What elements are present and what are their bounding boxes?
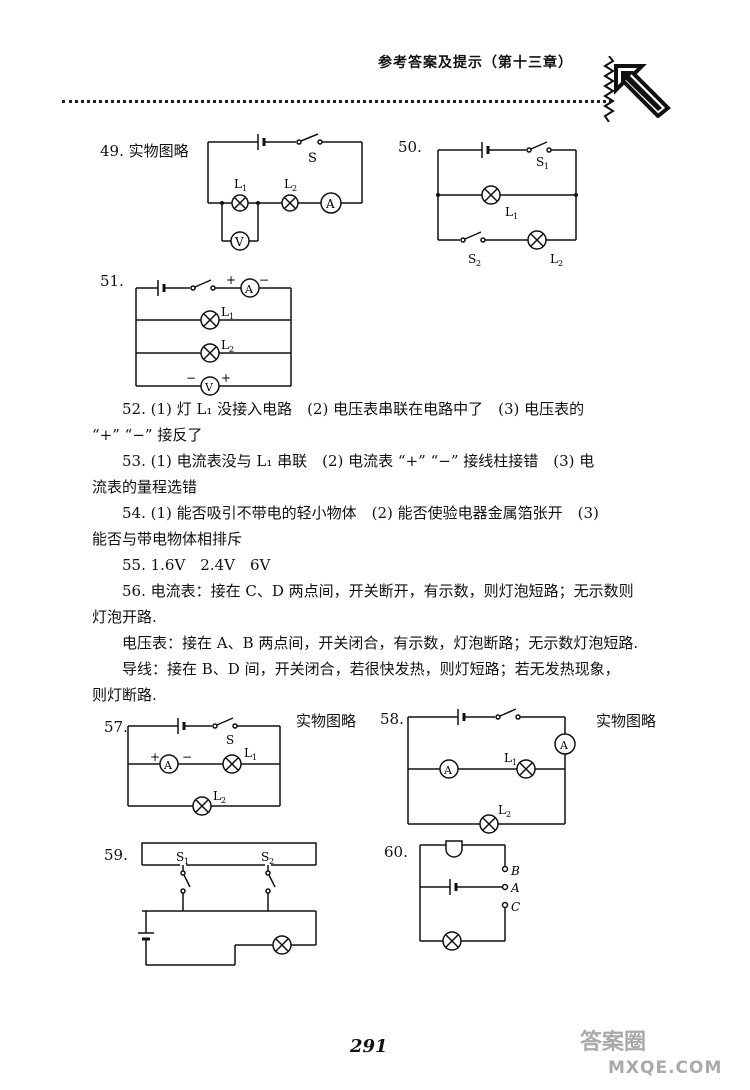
q49-label: 49. 实物图略 [100,140,189,161]
q51-l2-sub: 2 [229,345,234,354]
q51-circuit: + − A L 1 L 2 − + V [135,273,292,396]
q58-ammeter2-label: A [443,764,453,777]
answer-56-line3: 电压表：接在 A、B 两点间，开关闭合，有示数，灯泡断路；无示数灯泡短路. [122,634,639,652]
page-number: 291 [350,1036,388,1057]
q59-s2-sub: 2 [269,857,274,866]
q57-number: 57. [104,718,128,736]
q59-s2-label: S [261,850,269,864]
q50-label: 50. [398,138,422,156]
q58-ammeter1-label: A [559,739,569,752]
q51-label: 51. [100,272,124,290]
q60-number: 60. [384,843,408,861]
answer-56-line1: 56. 电流表：接在 C、D 两点间，开关断开，有示数，则灯泡短路；无示数则 [122,582,634,600]
q51-l1-label: L [221,305,229,319]
q57-l2-label: L [213,789,221,803]
watermark-url: MXQE.COM [608,1058,723,1078]
q58-text: 实物图略 [596,712,657,730]
q49-text: 实物图略 [128,142,189,160]
q57-ammeter-plus: + [150,750,160,764]
q50-s1-sub: 1 [544,162,549,171]
answer-53-line2: 流表的量程选错 [92,478,198,496]
q57-ammeter-minus: − [182,750,192,764]
q51-ammeter-minus: − [259,273,269,287]
q58-l2-sub: 2 [506,810,511,819]
q49-l2-sub: 2 [292,184,297,193]
q58-l1-label: L [504,751,512,765]
q51-l2-label: L [221,338,229,352]
q57-circuit: S + − A L 1 L 2 [127,717,281,816]
q49-switch-label: S [308,151,317,166]
q59-s1-label: S [176,850,184,864]
q50-l2-sub: 2 [558,259,563,268]
q59-s1-sub: 1 [184,857,189,866]
q49-ammeter-label: A [325,197,335,211]
q58-circuit: A A L 1 L 2 [407,708,576,834]
q51-voltmeter-plus: + [221,371,231,385]
q59-number: 59. [104,846,128,864]
q58-number: 58. [380,710,404,728]
q51-voltmeter-minus: − [186,371,196,385]
q50-l1-label: L [505,205,513,219]
q49-number: 49. [100,142,124,160]
q57-l1-label: L [244,746,252,760]
q50-s1-label: S [536,155,544,169]
q60-a-label: A [510,881,520,895]
q58-l2-label: L [498,803,506,817]
q51-ammeter-label: A [244,283,254,296]
answer-54-line1: 54. (1) 能否吸引不带电的轻小物体 (2) 能否使验电器金属箔张开 (3) [122,504,599,522]
q60-b-label: B [510,864,520,878]
q50-s2-sub: 2 [476,259,481,268]
q49-voltmeter-label: V [234,235,244,249]
answer-52-line1: 52. (1) 灯 L₁ 没接入电路 (2) 电压表串联在电路中了 (3) 电压… [122,400,585,418]
q60-circuit: B A C [419,840,520,951]
watermark-logo: 答案圈 [580,1030,647,1055]
zigzag-border [603,56,615,122]
answer-55: 55. 1.6V 2.4V 6V [122,556,271,574]
q57-text: 实物图略 [296,712,357,730]
header-title: 参考答案及提示（第十三章） [378,55,573,71]
q49-l1-label: L [234,177,242,191]
q50-l1-sub: 1 [513,212,518,221]
q59-circuit: S 1 S 2 [138,842,317,966]
answer-53-line1: 53. (1) 电流表没与 L₁ 串联 (2) 电流表 “+” “−” 接线柱接… [122,452,595,470]
answer-56-line4: 导线：接在 B、D 间，开关闭合，若很快发热，则灯短路；若无发热现象， [122,660,620,678]
answer-52-line2: “+” “−” 接反了 [92,426,203,444]
answer-56-line2: 灯泡开路. [92,608,157,626]
q58-l1-sub: 1 [512,758,517,767]
q57-ammeter-label: A [163,759,173,772]
q49-circuit: S L 1 L 2 A V [207,133,363,251]
answer-56-line5: 则灯断路. [92,686,157,704]
arrow-icon [614,64,671,118]
q57-l1-sub: 1 [252,753,257,762]
q50-l2-label: L [550,252,558,266]
answers-block: 52. (1) 灯 L₁ 没接入电路 (2) 电压表串联在电路中了 (3) 电压… [92,396,682,708]
q60-c-label: C [511,900,520,914]
q50-s2-label: S [468,252,476,266]
q49-l1-sub: 1 [242,184,247,193]
q57-l2-sub: 2 [221,796,226,805]
q57-switch-label: S [226,733,234,747]
q51-voltmeter-label: V [204,381,214,394]
answer-54-line2: 能否与带电物体相排斥 [92,530,243,548]
dotted-divider [62,100,612,103]
q50-circuit: S 1 L 1 S 2 L 2 [436,141,578,268]
q51-ammeter-plus: + [226,273,236,287]
q51-l1-sub: 1 [229,312,234,321]
q49-l2-label: L [284,177,292,191]
